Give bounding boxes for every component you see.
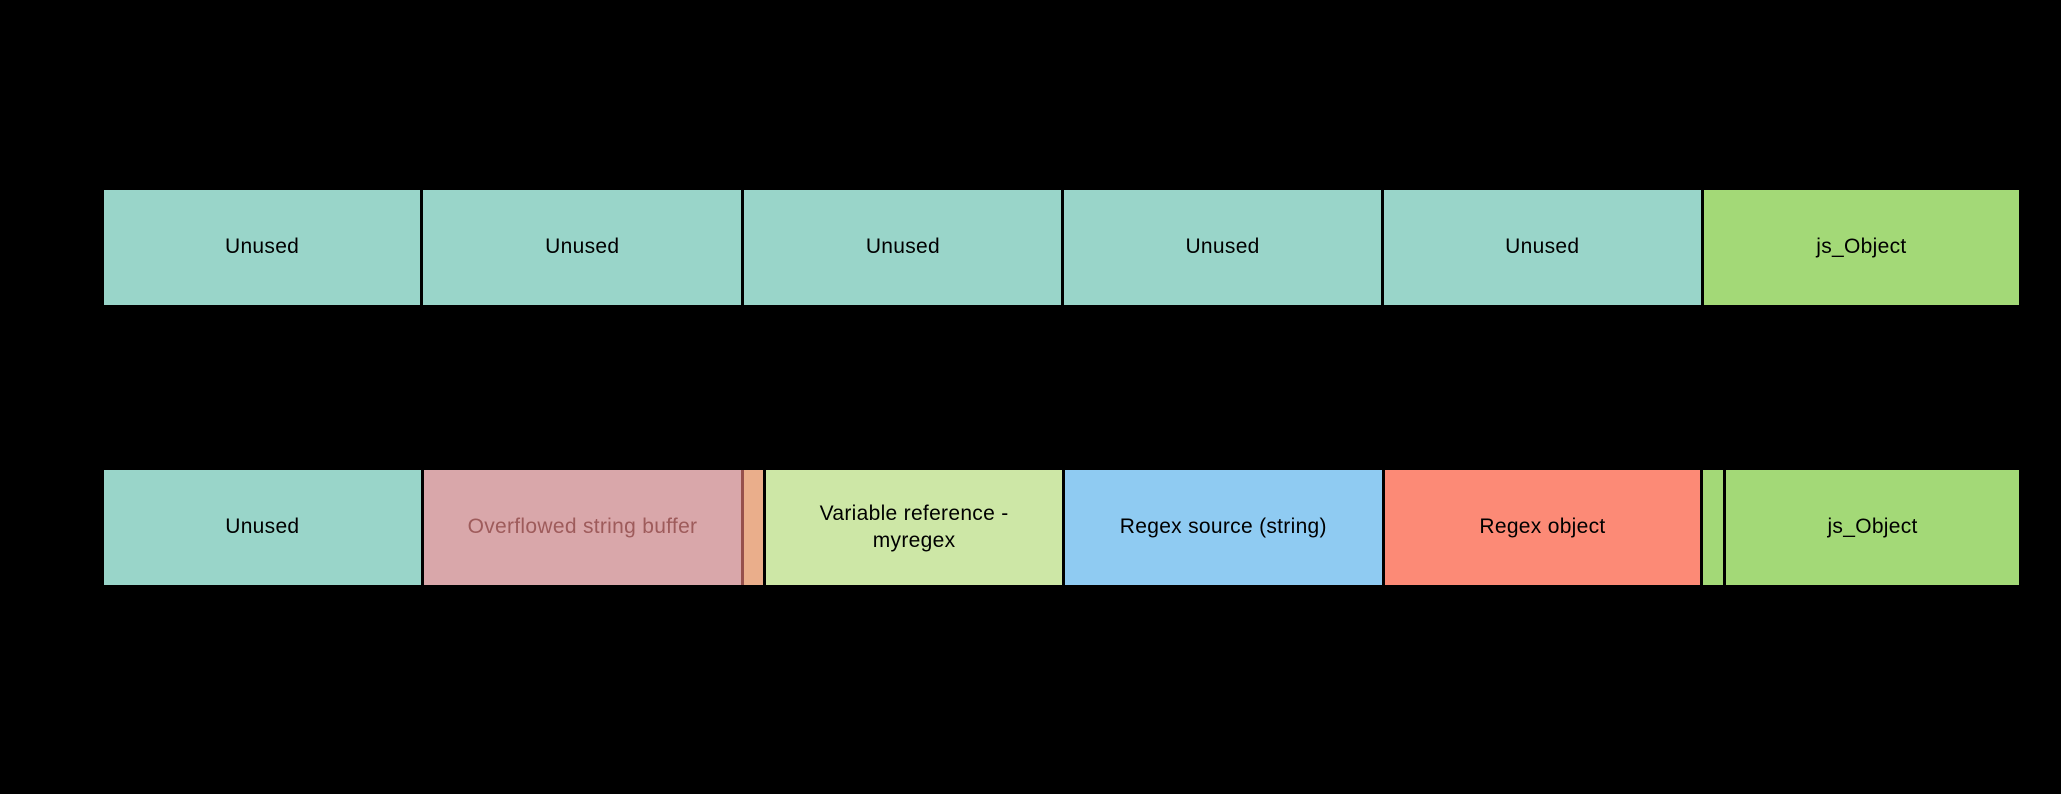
variable-reference-block: Variable reference - myregex [763, 470, 1062, 585]
overflowed-string-buffer-block: Overflowed string buffer [420, 470, 742, 585]
block-label: Variable reference - myregex [819, 502, 1009, 552]
unused-1-block: Unused [104, 470, 421, 585]
block-label: js_Object [1816, 235, 1907, 259]
block-label: Unused [545, 235, 620, 259]
js-object-block: js_Object [1700, 190, 2019, 305]
unused-3-block: Unused [741, 190, 1062, 305]
block-label: Unused [865, 235, 940, 259]
block-label: Unused [1185, 235, 1260, 259]
regex-object-block: Regex object [1381, 470, 1701, 585]
regex-source-block: Regex source (string) [1061, 470, 1382, 585]
unused-1-block: Unused [104, 190, 421, 305]
block-label: Regex object [1479, 515, 1606, 539]
js-object-block: js_Object [1723, 470, 2019, 585]
js-object-sliver-block [1700, 470, 1724, 585]
heap-row-before-overflow: Unused Unused Unused Unused Unused js_Object [102, 188, 2021, 307]
block-label: js_Object [1827, 515, 1918, 539]
unused-5-block: Unused [1380, 190, 1701, 305]
block-label: Unused [224, 235, 300, 259]
block-label: Unused [225, 515, 300, 539]
block-label: Regex source (string) [1119, 515, 1327, 539]
overflow-remnant-block [741, 470, 764, 585]
heap-row-after-overflow: Unused Overflowed string buffer Variable r… [102, 468, 2021, 587]
unused-2-block: Unused [420, 190, 742, 305]
block-label: Unused [1505, 235, 1580, 259]
block-label: Overflowed string buffer [467, 515, 698, 539]
unused-4-block: Unused [1061, 190, 1381, 305]
